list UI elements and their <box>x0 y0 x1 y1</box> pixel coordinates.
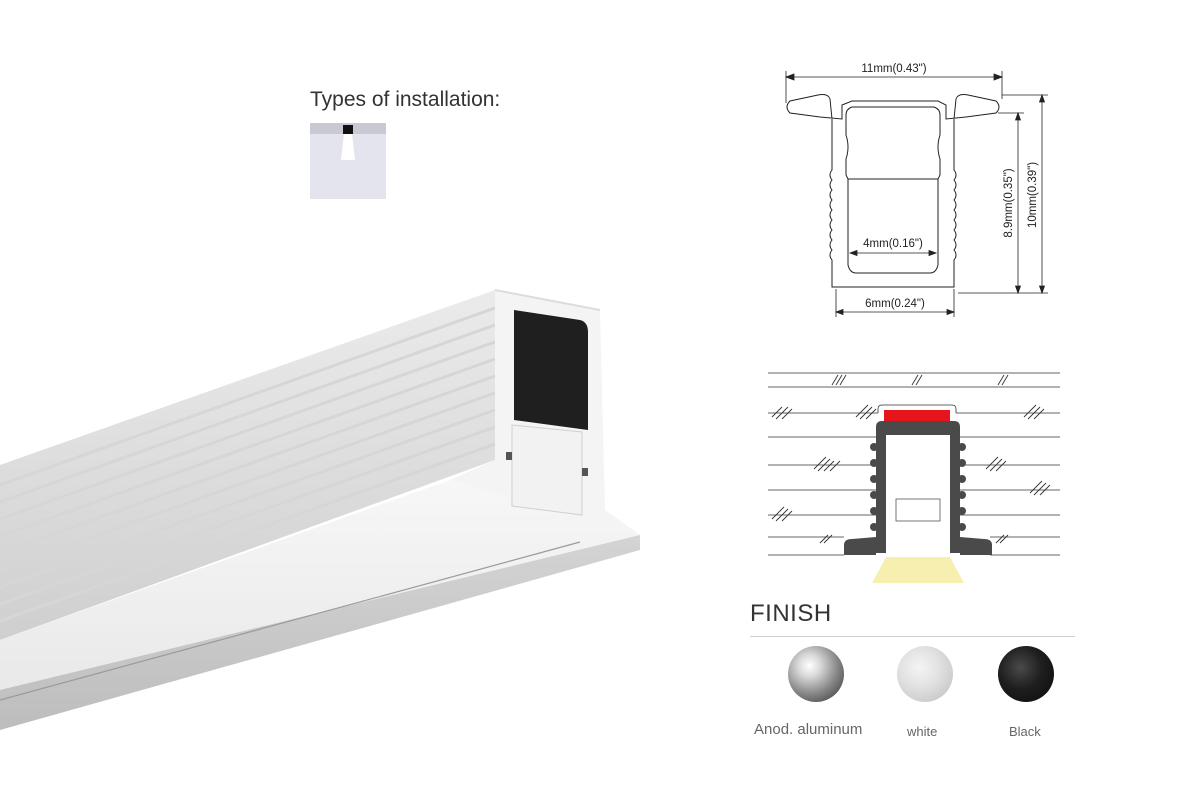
dim-bottom-width: 6mm(0.24") <box>865 298 925 310</box>
finish-label-black: Black <box>1009 724 1041 739</box>
led-strip <box>884 410 950 422</box>
light-beam <box>872 557 964 583</box>
finish-label-aluminum: Anod. aluminum <box>754 721 863 738</box>
dim-inner-height: 8.9mm(0.35") <box>1003 168 1015 237</box>
installation-section-drawing <box>768 372 1060 583</box>
profile-3d-render <box>0 289 640 730</box>
dim-total-height: 10mm(0.39") <box>1027 162 1039 228</box>
finish-swatch-black <box>998 646 1054 702</box>
finish-label-white: white <box>907 724 938 739</box>
profile-dimension-drawing: 11mm(0.43") 4mm(0.16") 6mm(0.24") 8.9mm(… <box>784 63 1048 317</box>
dim-top-width: 11mm(0.43") <box>861 63 926 75</box>
installation-title: Types of installation: <box>310 88 501 111</box>
recessed-installation-icon <box>310 123 386 199</box>
finish-divider <box>750 636 1075 637</box>
finish-swatch-aluminum <box>788 646 844 702</box>
finish-title: FINISH <box>750 600 832 627</box>
finish-swatch-white <box>897 646 953 702</box>
dim-inner-width: 4mm(0.16") <box>863 238 923 250</box>
